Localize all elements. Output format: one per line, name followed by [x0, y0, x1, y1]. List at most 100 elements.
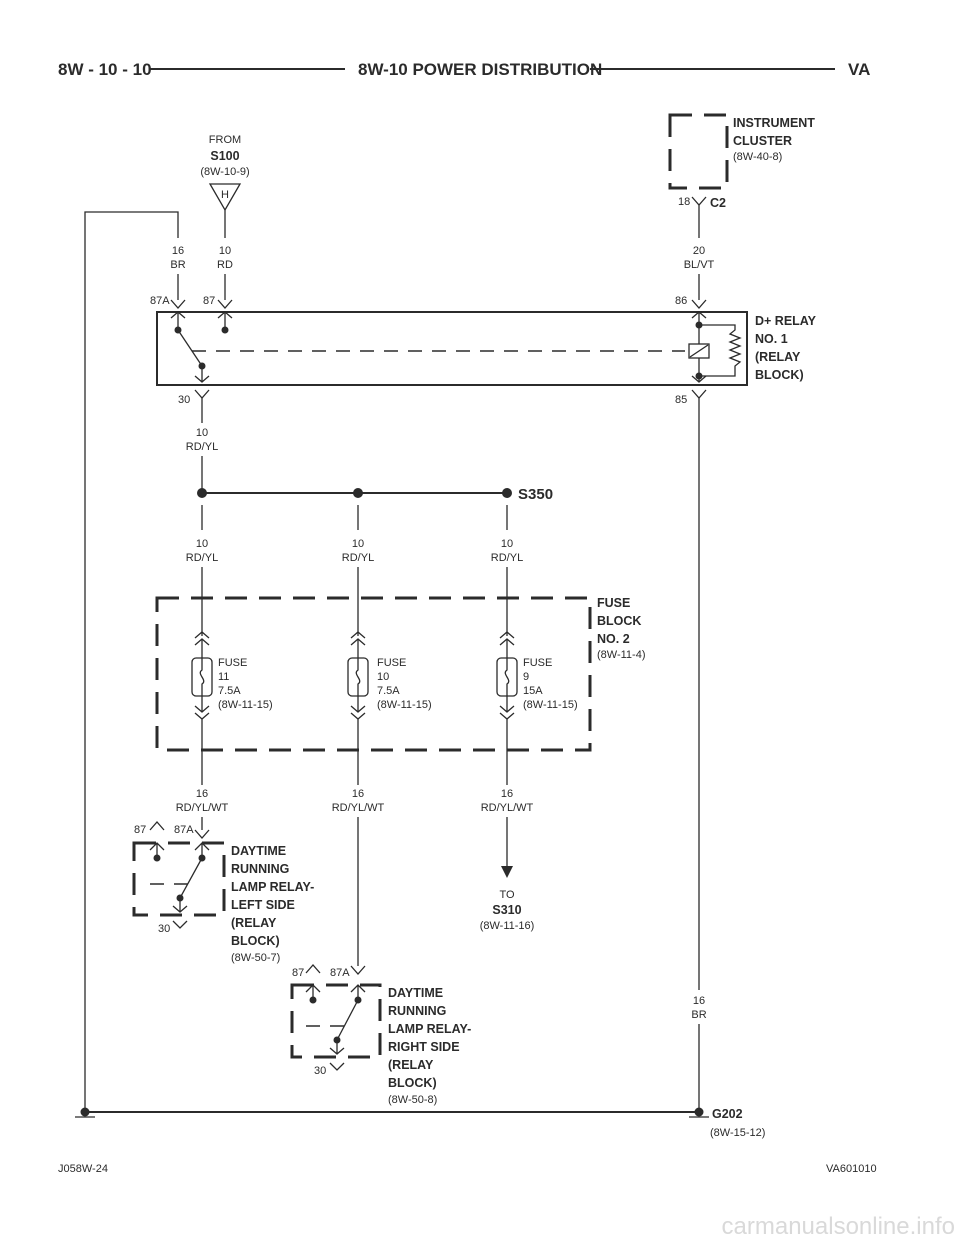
drl-right-contact-87-dot: [309, 996, 317, 1004]
drl-left-terminal-30: [172, 920, 188, 929]
drl-left-terminal-87: [149, 821, 165, 831]
wire-br-color: BR: [170, 259, 185, 271]
watermark: carmanualsonline.info: [722, 1213, 955, 1240]
fuse-1-label: FUSE: [218, 657, 247, 669]
branch-1-gauge: 10: [196, 538, 208, 550]
ground-symbol-right: [689, 1107, 709, 1118]
output-2-gauge: 16: [352, 788, 364, 800]
relay-coil-85: [691, 375, 707, 383]
drl-right-box: [290, 983, 382, 1059]
drl-left-box: [132, 841, 226, 917]
drl-left-label-1: DAYTIME: [231, 844, 286, 858]
page-title: 8W-10 POWER DISTRIBUTION: [358, 60, 602, 79]
relay-switch-arm: [177, 329, 203, 367]
drl-right-pin-87: 87: [292, 967, 304, 979]
drl-right-terminal-87a: [350, 965, 366, 975]
s100-connector-triangle: [208, 183, 242, 212]
branch-2-gauge: 10: [352, 538, 364, 550]
terminal-85: [691, 389, 707, 399]
fuse-3-rating: 15A: [523, 685, 543, 697]
s310-to-label: TO: [499, 889, 515, 901]
relay-pin-85: 85: [675, 394, 687, 406]
drl-right-label-6: BLOCK): [388, 1076, 437, 1090]
relay-pin-87: 87: [203, 295, 215, 307]
instrument-cluster-box: [668, 113, 729, 190]
fuse-block-label-3: NO. 2: [597, 632, 630, 646]
fuse-block-label-1: FUSE: [597, 596, 630, 610]
branch-3-color: RD/YL: [491, 552, 523, 564]
s350-node-left: [197, 488, 207, 498]
s100-splice-label: S100: [210, 149, 239, 163]
relay-coil-diag: [689, 344, 709, 358]
model-code: VA: [848, 60, 870, 79]
page-number: 8W - 10 - 10: [58, 60, 152, 79]
drl-right-label-4: RIGHT SIDE: [388, 1040, 460, 1054]
wire-br-bottom-color: BR: [691, 1009, 706, 1021]
fuse-3-label: FUSE: [523, 657, 552, 669]
relay-pin-86: 86: [675, 295, 687, 307]
drl-left-contact-87-dot: [153, 854, 161, 862]
relay-pin-87a: 87A: [150, 295, 170, 307]
wire-rdyl-color: RD/YL: [186, 441, 218, 453]
s100-connector-letter: H: [221, 189, 229, 201]
drl-left-label-3: LAMP RELAY-: [231, 880, 314, 894]
cluster-label-1: INSTRUMENT: [733, 116, 815, 130]
s350-label: S350: [518, 486, 553, 503]
fuse-11: [191, 631, 213, 720]
drl-right-pin-30: 30: [314, 1065, 326, 1077]
drl-right-terminal-30: [329, 1062, 345, 1071]
drl-right-ref: (8W-50-8): [388, 1094, 437, 1106]
wire-br-gauge: 16: [172, 245, 184, 257]
fuse-1-rating: 7.5A: [218, 685, 241, 697]
drl-right-contact-30: [329, 1040, 345, 1055]
fuse-block-label-2: BLOCK: [597, 614, 641, 628]
fuse-2-rating: 7.5A: [377, 685, 400, 697]
drl-left-pin-30: 30: [158, 923, 170, 935]
fuse-3-ref: (8W-11-15): [523, 699, 578, 711]
fuse-2-label: FUSE: [377, 657, 406, 669]
d-relay-box: [156, 311, 748, 386]
drl-right-label-3: LAMP RELAY-: [388, 1022, 471, 1036]
cluster-label-2: CLUSTER: [733, 134, 792, 148]
relay-resistor: [699, 324, 742, 377]
fuse-1-number: 11: [218, 671, 229, 683]
drl-left-label-4: LEFT SIDE: [231, 898, 295, 912]
wire-rd-gauge: 10: [219, 245, 231, 257]
fuse-block-box: [155, 596, 592, 752]
fuse-1-ref: (8W-11-15): [218, 699, 273, 711]
s100-from-label: FROM: [209, 134, 241, 146]
fuse-9: [496, 631, 518, 720]
fuse-2-ref: (8W-11-15): [377, 699, 432, 711]
wire-blvt-color: BL/VT: [684, 259, 715, 271]
output-1-color: RD/YL/WT: [176, 802, 229, 814]
drl-right-label-1: DAYTIME: [388, 986, 443, 1000]
branch-2-color: RD/YL: [342, 552, 374, 564]
fuse-block-ref: (8W-11-4): [597, 649, 646, 661]
drl-left-pin-87a: 87A: [174, 824, 194, 836]
drl-left-contact-30: [172, 898, 188, 913]
terminal-87a: [170, 299, 186, 309]
wire-rdyl-gauge: 10: [196, 427, 208, 439]
ground-symbol-left: [75, 1107, 95, 1118]
fuse-2-number: 10: [377, 671, 389, 683]
branch-1-color: RD/YL: [186, 552, 218, 564]
fuse-10: [347, 631, 369, 720]
drl-left-terminal-87a: [194, 829, 210, 839]
cluster-pin: 18: [678, 196, 690, 208]
drl-left-label-5: (RELAY: [231, 916, 277, 930]
footer-left-code: J058W-24: [58, 1163, 108, 1175]
d-relay-label-2: NO. 1: [755, 332, 788, 346]
wire-br-bottom-gauge: 16: [693, 995, 705, 1007]
drl-right-label-5: (RELAY: [388, 1058, 434, 1072]
drl-right-terminal-87: [305, 964, 321, 974]
wire-br-loop: [84, 211, 179, 1112]
drl-right-switch-arm: [336, 999, 359, 1041]
terminal-86: [691, 299, 707, 309]
drl-left-pin-87: 87: [134, 824, 146, 836]
terminal-30: [194, 389, 210, 399]
drl-left-label-6: BLOCK): [231, 934, 280, 948]
cluster-pin-terminal: [691, 196, 707, 206]
relay-contact-30: [194, 366, 210, 383]
ground-label: G202: [712, 1107, 743, 1121]
